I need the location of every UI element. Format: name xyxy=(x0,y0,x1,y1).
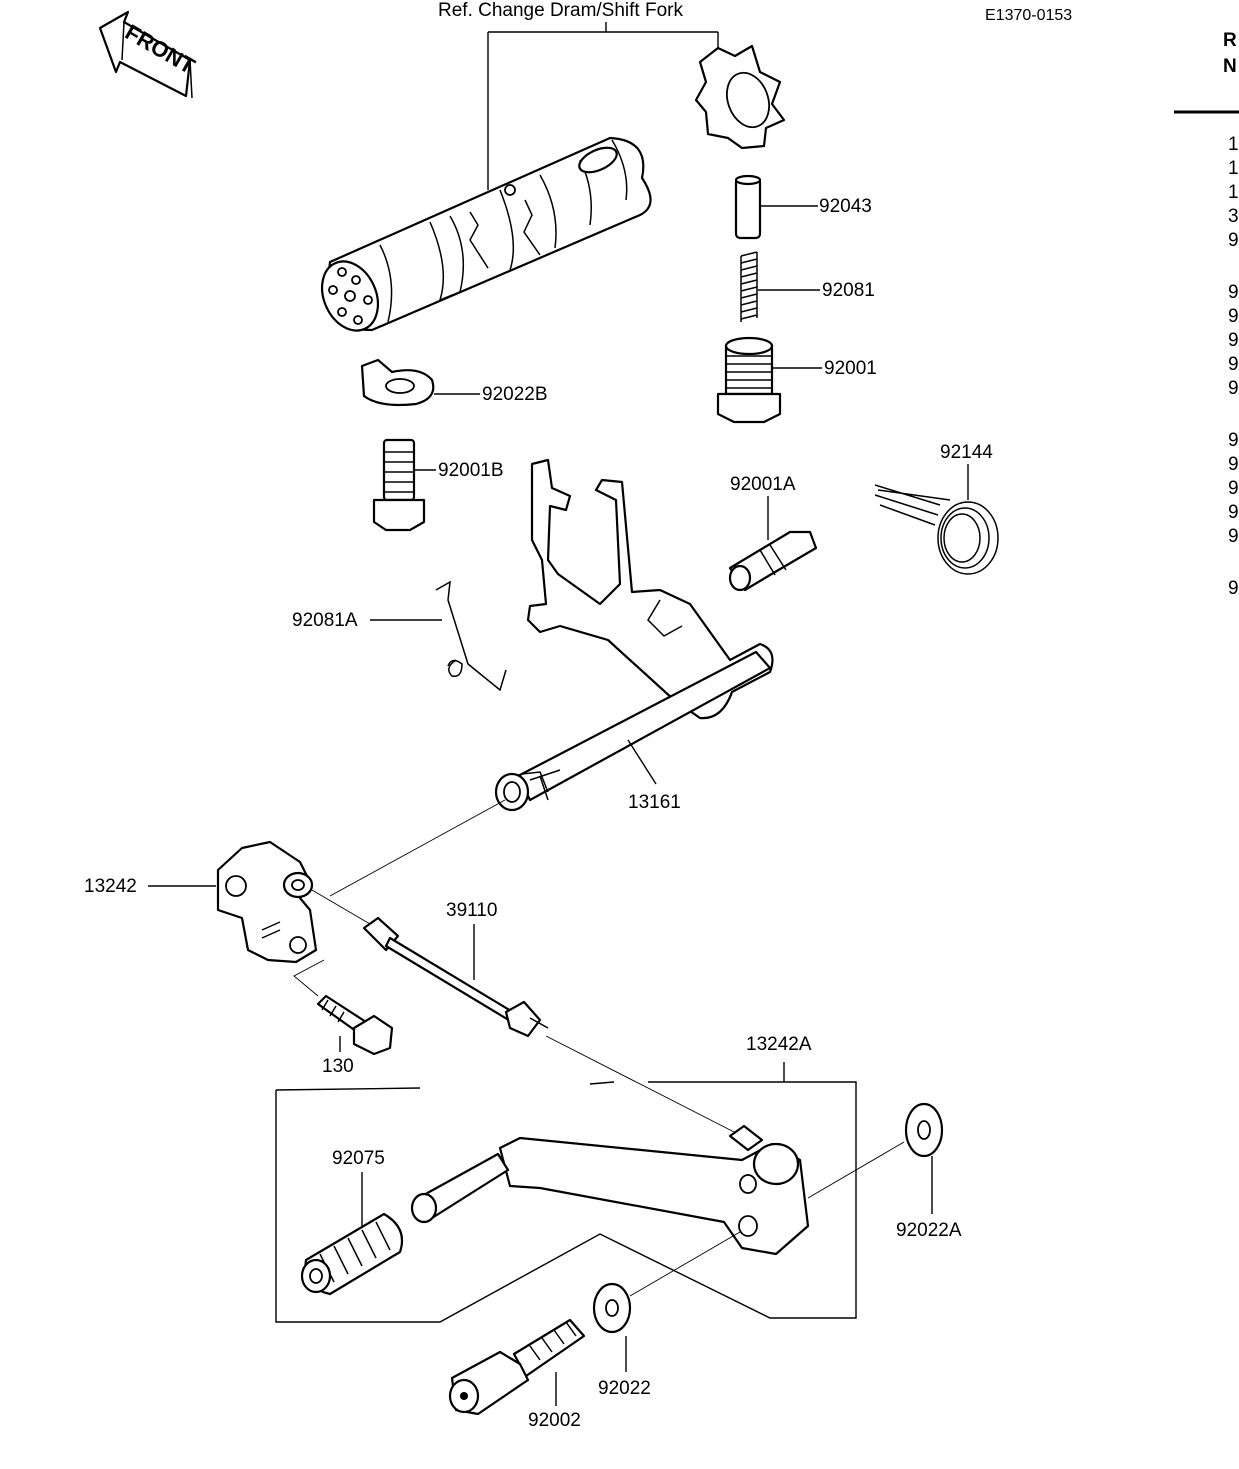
callout-13242: 13242 xyxy=(84,876,137,897)
part-39110-tie-rod: 39110 xyxy=(362,900,549,1038)
callout-92001B: 92001B xyxy=(438,460,504,481)
side-table-row: 9 xyxy=(1228,454,1239,475)
part-shift-pedal xyxy=(410,1124,810,1256)
side-table-row: 9 xyxy=(1228,478,1239,499)
part-92081A-spring: 92081A xyxy=(292,580,507,692)
part-92022B-washer: 92022B xyxy=(360,358,548,407)
assembly-13242A-box: 13242A xyxy=(275,1034,857,1323)
callout-92022A: 92022A xyxy=(896,1220,962,1241)
part-92001-plug: 92001 xyxy=(716,336,877,424)
callout-92144: 92144 xyxy=(940,442,993,463)
callout-13242A: 13242A xyxy=(746,1034,812,1055)
part-92144-spring: 92144 xyxy=(874,442,999,575)
callout-92022: 92022 xyxy=(598,1378,651,1399)
side-table-row: 9 xyxy=(1228,282,1239,303)
part-92022-washer: 92022 xyxy=(592,1231,741,1399)
assembly-guide-line xyxy=(329,799,506,897)
callout-92001A: 92001A xyxy=(730,474,796,495)
part-92002-pivot-bolt: 92002 xyxy=(448,1318,586,1431)
callout-92081: 92081 xyxy=(822,280,875,301)
side-table-row: 3 xyxy=(1228,206,1239,227)
part-92022A-washer: 92022A xyxy=(807,1102,962,1241)
callout-92022B: 92022B xyxy=(482,384,548,405)
part-92081-spring: 92081 xyxy=(740,251,875,322)
callout-39110: 39110 xyxy=(446,900,497,921)
side-table: R N 1 1 1 3 9 9 9 9 9 9 9 9 9 9 9 9 xyxy=(1174,30,1239,599)
part-13161-shift-shaft: 13161 xyxy=(494,458,774,813)
callout-92075: 92075 xyxy=(332,1148,385,1169)
reference-bracket xyxy=(487,22,719,190)
side-table-row: 1 xyxy=(1228,182,1239,203)
callout-130: 130 xyxy=(322,1056,354,1077)
side-table-row: 9 xyxy=(1228,526,1239,547)
callout-13161: 13161 xyxy=(628,792,681,813)
side-table-row: 1 xyxy=(1228,134,1239,155)
star-plate xyxy=(694,44,786,150)
side-table-row: 9 xyxy=(1228,306,1239,327)
part-92001B-bolt: 92001B xyxy=(372,438,504,532)
side-table-row: 1 xyxy=(1228,158,1239,179)
callout-92001: 92001 xyxy=(824,358,877,379)
part-92001A-stud: 92001A xyxy=(728,474,818,592)
side-table-row: 9 xyxy=(1228,330,1239,351)
side-table-row: 9 xyxy=(1228,430,1239,451)
part-13242-lever: 13242 xyxy=(84,840,318,964)
side-table-row: 9 xyxy=(1228,578,1239,599)
callout-92002: 92002 xyxy=(528,1410,581,1431)
side-table-row: 9 xyxy=(1228,230,1239,251)
reference-label: Ref. Change Dram/Shift Fork xyxy=(438,0,683,21)
part-92075-rubber: 92075 xyxy=(300,1148,404,1296)
side-table-row: 9 xyxy=(1228,354,1239,375)
side-table-row: 9 xyxy=(1228,378,1239,399)
front-direction-badge: FRONT xyxy=(98,10,200,99)
callout-92081A: 92081A xyxy=(292,610,358,631)
drawing-code: E1370-0153 xyxy=(985,7,1072,24)
side-table-row: 9 xyxy=(1228,502,1239,523)
side-table-header-1: R xyxy=(1223,30,1237,51)
change-drum xyxy=(320,136,652,332)
callout-92043: 92043 xyxy=(819,196,872,217)
part-92043-pin: 92043 xyxy=(734,174,872,240)
part-130-bolt: 130 xyxy=(316,994,394,1077)
side-table-header-2: N xyxy=(1223,56,1237,77)
